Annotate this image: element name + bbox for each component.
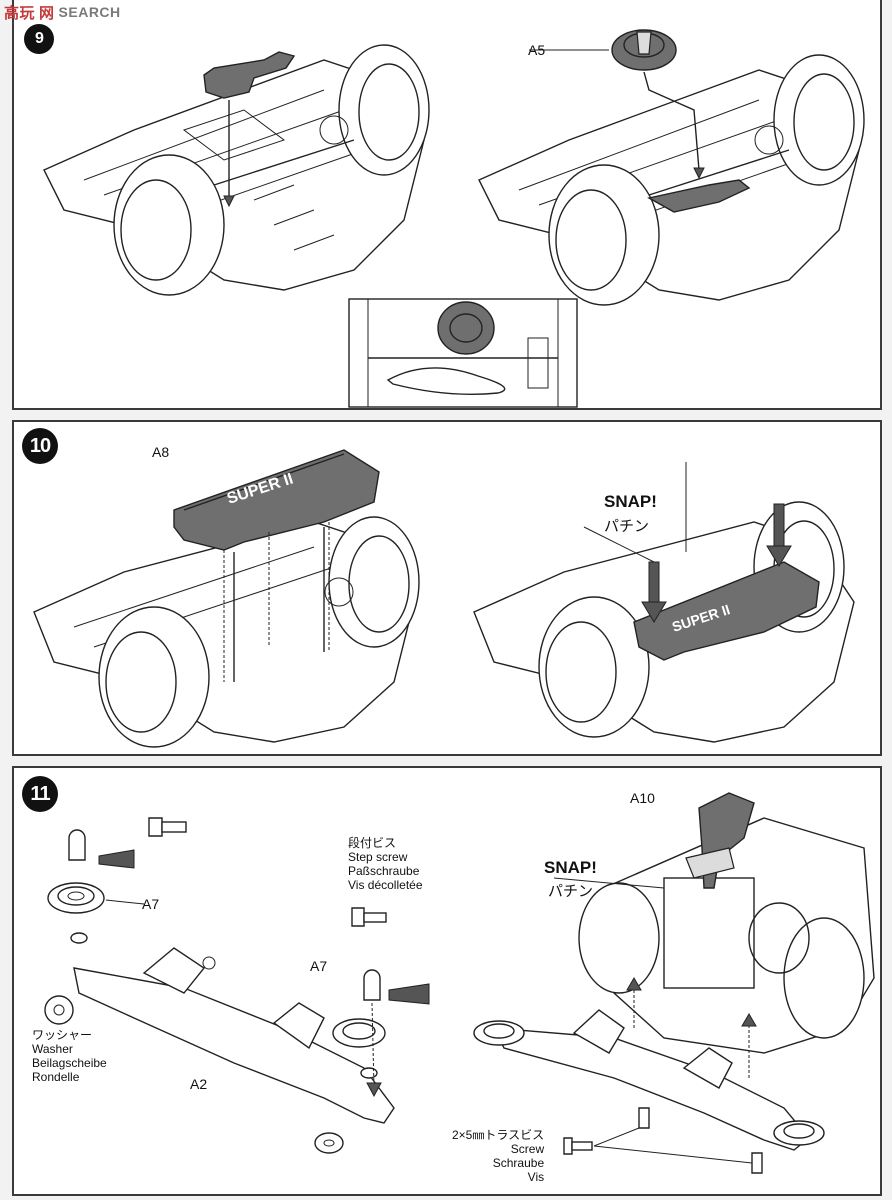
step-11-right-assembly bbox=[473, 792, 875, 1174]
step-9-panel: 9 bbox=[12, 0, 882, 410]
watermark-suffix: 网 bbox=[39, 4, 55, 22]
step-screw-de: Paßschraube bbox=[348, 864, 420, 878]
step-11-snap-label: SNAP! bbox=[544, 858, 597, 877]
step-9-inset-detail bbox=[348, 298, 578, 408]
step-screw-fr: Vis décolletée bbox=[348, 878, 423, 892]
washer-label: ワッシャー Washer Beilagscheibe Rondelle bbox=[32, 1028, 107, 1084]
label-a7-left: A7 bbox=[142, 896, 160, 912]
watermark: 高玩 网 SEARCH bbox=[0, 0, 121, 24]
label-a10: A10 bbox=[630, 790, 655, 806]
washer-de: Beilagscheibe bbox=[32, 1056, 107, 1070]
label-a2: A2 bbox=[190, 1076, 208, 1092]
screw-label: 2×5㎜トラスビス Screw Schraube Vis bbox=[452, 1128, 544, 1184]
screw-jp: 2×5㎜トラスビス bbox=[452, 1128, 545, 1142]
step-10-snap-label: SNAP! bbox=[604, 492, 657, 511]
step-screw-en: Step screw bbox=[348, 850, 408, 864]
washer-en: Washer bbox=[32, 1042, 73, 1056]
step-11-panel: 11 A7 A7 A2 bbox=[12, 766, 882, 1196]
step-10-chassis-left: SUPER II bbox=[33, 449, 420, 748]
step-screw-label: 段付ビス Step screw Paßschraube Vis décollet… bbox=[348, 836, 423, 892]
step-9-chassis-left bbox=[43, 44, 430, 296]
step-9-badge: 9 bbox=[24, 24, 54, 54]
step-9-chassis-right bbox=[478, 29, 865, 306]
step-screw-jp: 段付ビス bbox=[348, 836, 397, 850]
step-11-badge: 11 bbox=[22, 776, 58, 812]
watermark-prefix: 高玩 bbox=[4, 4, 36, 22]
watermark-text: SEARCH bbox=[58, 4, 121, 20]
screw-de: Schraube bbox=[492, 1156, 545, 1170]
step-11-snap-jp: パチン bbox=[548, 883, 594, 900]
step-10-snap-jp: パチン bbox=[604, 518, 650, 535]
step-10-panel: 10 SUPER II A8 SUPER II bbox=[12, 420, 882, 756]
label-a5: A5 bbox=[528, 42, 546, 58]
washer-jp: ワッシャー bbox=[32, 1028, 93, 1042]
screw-en: Screw bbox=[510, 1142, 545, 1156]
screw-fr: Vis bbox=[527, 1170, 545, 1184]
step-10-chassis-right: SUPER II bbox=[473, 462, 855, 743]
label-a8: A8 bbox=[152, 444, 170, 460]
step-10-badge: 10 bbox=[22, 428, 58, 464]
label-a7-right: A7 bbox=[310, 958, 328, 974]
washer-fr: Rondelle bbox=[32, 1070, 80, 1084]
step-11-left-assembly bbox=[44, 817, 430, 1154]
